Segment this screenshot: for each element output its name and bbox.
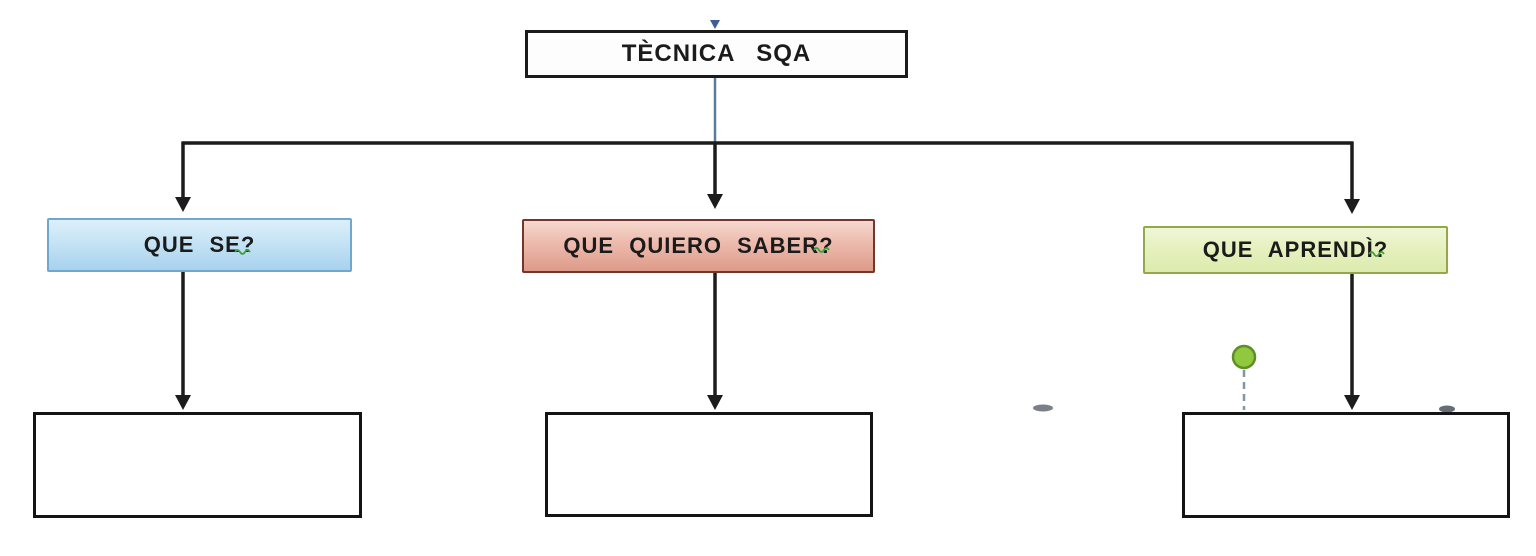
branch-label-que-se: QUE SE? xyxy=(143,232,256,257)
answer-box-que-quiero-saber[interactable] xyxy=(545,412,873,517)
connector-attach-tick xyxy=(710,20,720,29)
branch-label-que-quiero-saber: QUE QUIERO SABER? xyxy=(563,233,834,258)
arrow-to-que-quiero-saber-box xyxy=(707,143,723,209)
arrow-que-se-to-answer xyxy=(175,272,191,410)
branch-label-que-aprendi: QUE APRENDÌ? xyxy=(1202,237,1389,262)
title-label: TÈCNICA SQA xyxy=(621,40,812,67)
arrow-que-quiero-saber-to-answer xyxy=(707,273,723,410)
arrow-to-que-aprendi-box xyxy=(1344,142,1360,214)
rotate-handle[interactable] xyxy=(1231,344,1257,370)
arrow-to-que-se-box xyxy=(175,142,191,212)
branch-box-que-quiero-saber[interactable]: QUE QUIERO SABER? xyxy=(522,219,875,273)
title-box[interactable]: TÈCNICA SQA xyxy=(525,30,908,78)
arrow-que-aprendi-to-answer xyxy=(1344,274,1360,410)
branch-box-que-se[interactable]: QUE SE? xyxy=(47,218,352,272)
handle-artifact-icon xyxy=(1033,404,1053,412)
branch-box-que-aprendi[interactable]: QUE APRENDÌ? xyxy=(1143,226,1448,274)
answer-box-que-aprendi[interactable] xyxy=(1182,412,1510,518)
answer-box-que-se[interactable] xyxy=(33,412,362,518)
